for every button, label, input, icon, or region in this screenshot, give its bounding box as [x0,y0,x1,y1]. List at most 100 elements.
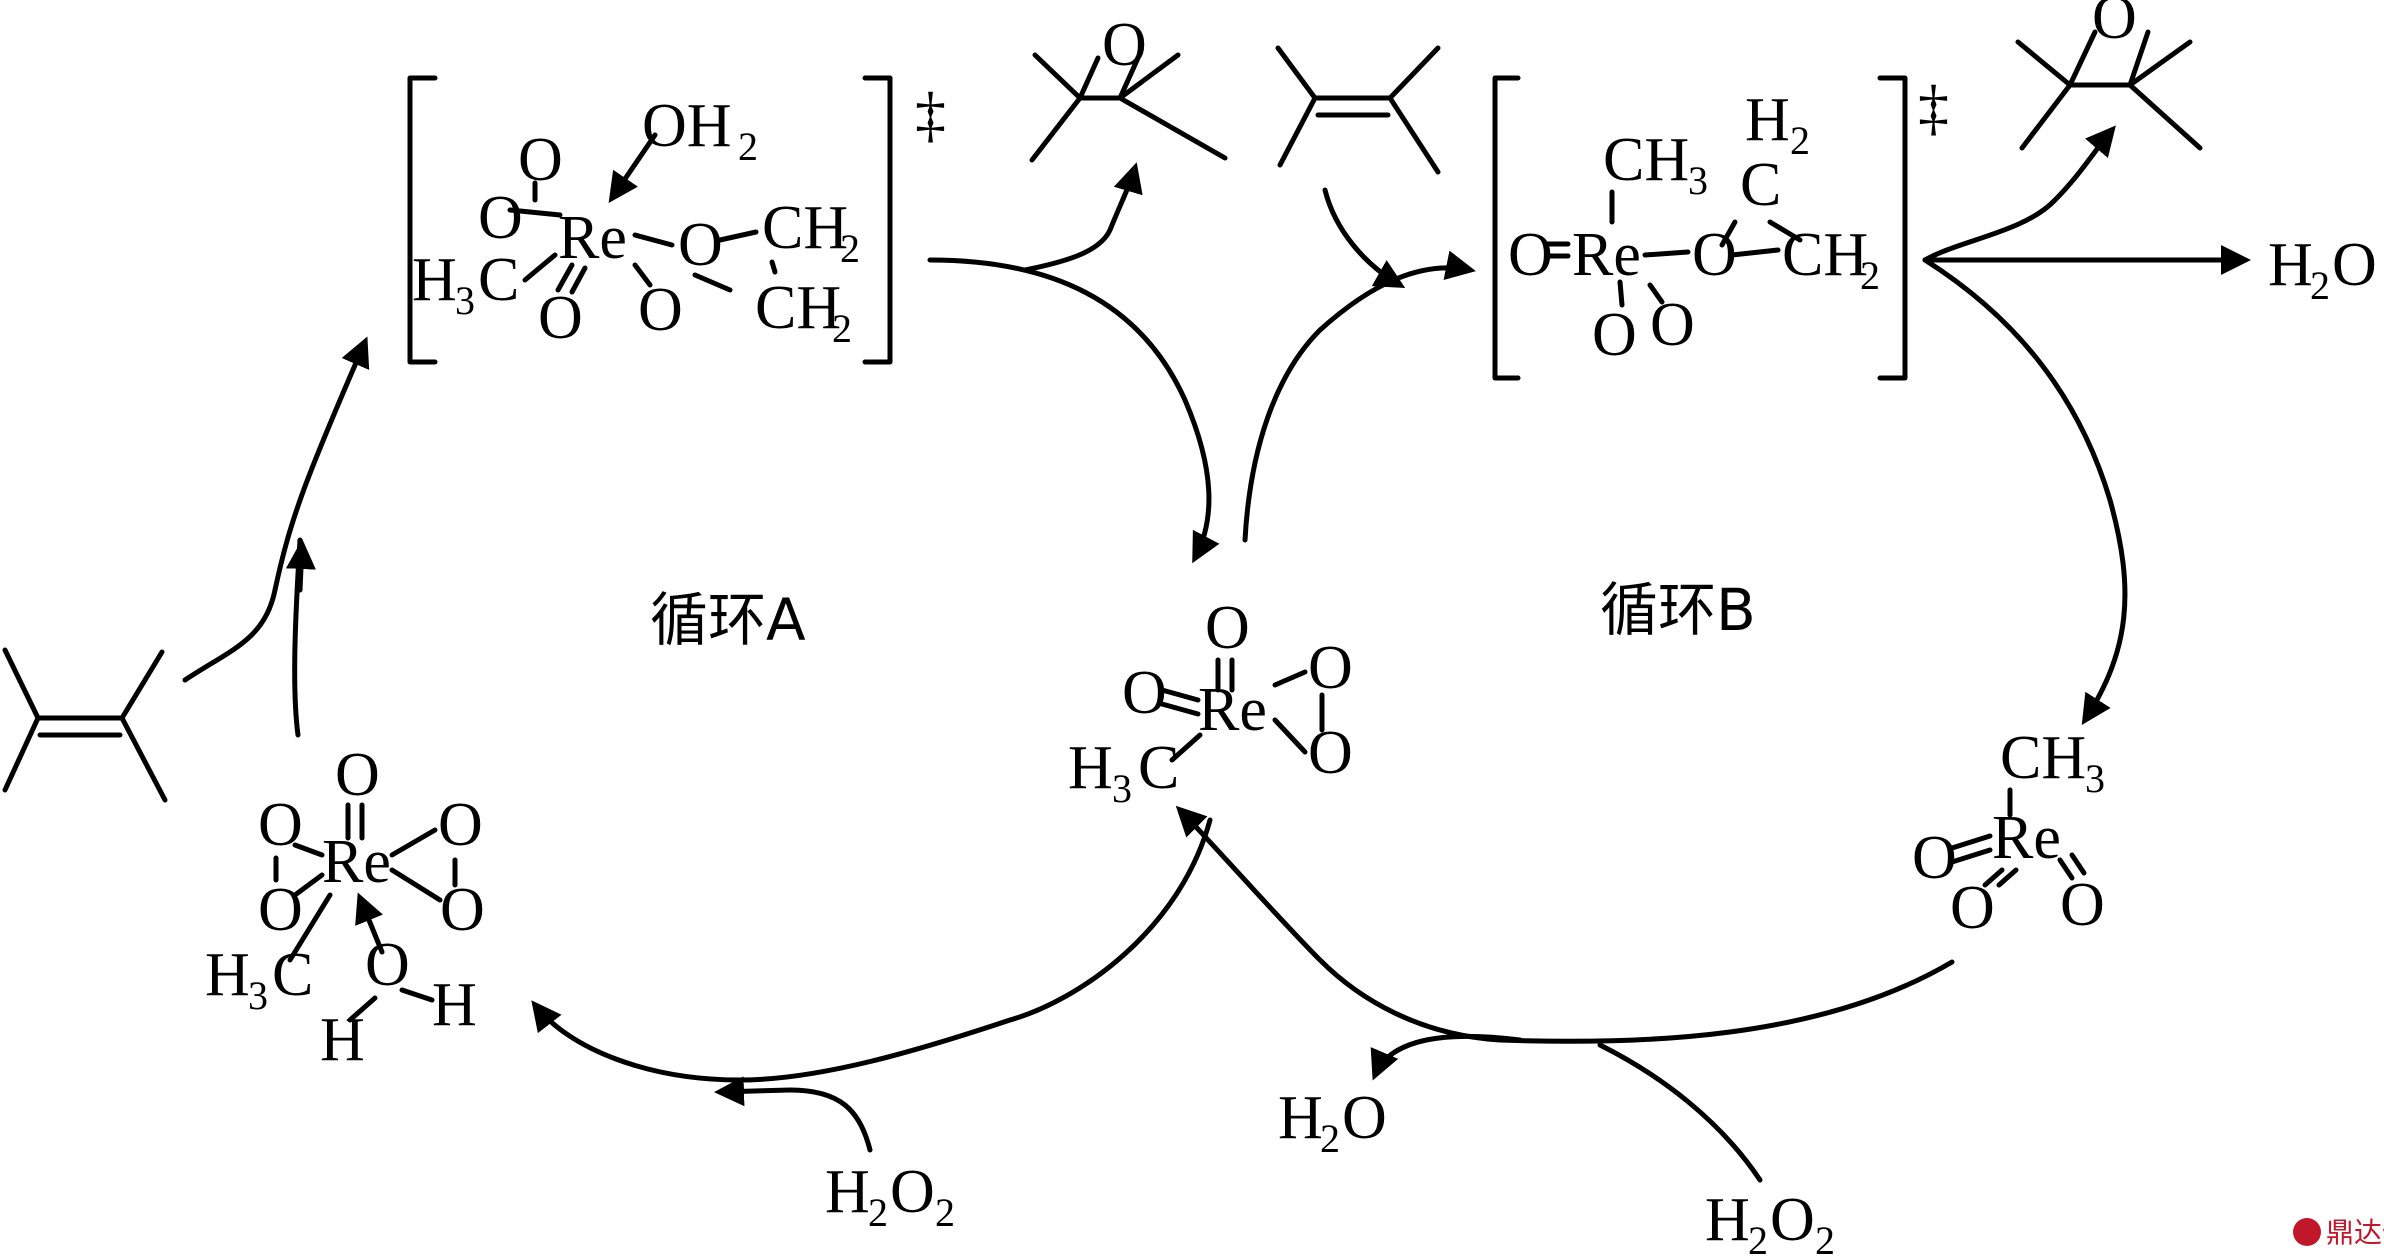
svg-text:H: H [1068,734,1113,802]
watermark: 鼎达信 [2293,1216,2384,1249]
transition-state-b: ‡ CH 3 O Re O CH 2 O O H 2 C [1492,74,1949,381]
alkene-top [1275,45,1441,175]
svg-text:H: H [412,246,457,314]
svg-text:H: H [825,1158,870,1226]
svg-text:2: 2 [832,306,852,351]
svg-text:CH: CH [1603,126,1689,194]
svg-text:2: 2 [1860,253,1880,298]
svg-text:O: O [1770,1186,1815,1254]
svg-text:O: O [1592,301,1637,369]
arrow-h2o2-a-tip [714,1076,793,1107]
alkene-left [2,647,168,803]
svg-text:O: O [1122,659,1167,727]
arrow-catalyst-to-complex [531,817,1213,1083]
svg-text:2: 2 [2310,263,2330,308]
svg-text:H: H [1705,1186,1750,1254]
svg-text:OH: OH [642,92,732,160]
svg-text:CH: CH [2000,724,2086,792]
water-product: H 2 O [2268,231,2377,308]
central-peroxo-complex: O O Re O O H 3 C [1068,594,1353,811]
svg-text:C: C [478,246,519,314]
svg-text:H: H [1278,1084,1323,1152]
svg-text:3: 3 [2085,756,2105,801]
svg-text:O: O [2060,871,2105,939]
svg-text:O: O [1308,719,1353,787]
svg-text:H: H [205,941,250,1009]
cycle-a-label: 循环A [650,586,806,654]
diperoxo-aqua-complex: O O Re O O O H 3 C O H H [205,741,485,1074]
methyltrioxorhenium: CH 3 O Re O O [1912,724,2105,942]
svg-text:CH: CH [755,274,841,342]
svg-text:Re: Re [1992,804,2061,872]
arrow-alkene-to-ts-a [182,336,370,683]
svg-text:3: 3 [455,278,475,323]
arrow-complex-up-tip [285,539,316,593]
svg-text:O: O [258,791,303,859]
arrow-epoxide-a [1022,162,1143,273]
svg-text:O: O [518,126,563,194]
arrow-alkene-to-ts-b [1322,187,1406,288]
svg-text:CH: CH [762,194,848,262]
svg-text:O: O [1508,221,1553,289]
svg-text:H: H [1745,86,1790,154]
svg-text:C: C [1740,151,1781,219]
svg-text:H: H [2268,231,2313,299]
svg-text:O: O [890,1158,935,1226]
svg-text:3: 3 [248,973,268,1018]
svg-text:O: O [2092,0,2137,52]
svg-text:O: O [1342,1084,1387,1152]
watermark-logo-icon [2293,1218,2321,1246]
svg-text:O: O [678,211,723,279]
svg-text:2: 2 [1790,118,1810,163]
epoxide-product-a: O [1029,11,1228,163]
svg-text:CH: CH [1782,221,1868,289]
svg-text:O: O [538,284,583,352]
arrow-ts-a-to-catalyst [927,257,1220,564]
arrow-h2o2-a [787,1087,873,1153]
svg-text:2: 2 [1748,1218,1768,1257]
svg-text:Re: Re [1572,221,1641,289]
svg-text:2: 2 [935,1190,955,1235]
svg-text:O: O [335,741,380,809]
svg-text:2: 2 [1320,1116,1340,1161]
arrow-mto-to-catalyst [1175,805,1955,1044]
svg-text:O: O [1102,11,1147,79]
svg-text:O: O [1650,291,1695,359]
svg-text:O: O [2332,231,2377,299]
cycle-b-label: 循环B [1600,576,1756,644]
svg-text:3: 3 [1112,766,1132,811]
reaction-arrows [182,125,2251,1183]
svg-text:2: 2 [738,124,758,169]
epoxide-product-b: O [2015,0,2203,151]
svg-text:Re: Re [322,828,391,896]
h2o-byproduct: H 2 O [1278,1084,1387,1161]
svg-text:O: O [638,276,683,344]
h2o2-reagent-a: H 2 O 2 [825,1158,955,1235]
svg-text:H: H [432,971,477,1039]
svg-text:2: 2 [868,1190,888,1235]
svg-text:C: C [1138,734,1179,802]
svg-text:3: 3 [1688,158,1708,203]
svg-text:O: O [438,791,483,859]
arrow-h2o-byproduct [1370,1033,1523,1081]
svg-text:O: O [258,876,303,944]
svg-text:O: O [440,876,485,944]
arrow-catalyst-to-ts-b [1242,250,1476,543]
svg-text:O: O [1308,634,1353,702]
svg-text:2: 2 [1815,1218,1835,1257]
svg-text:2: 2 [840,226,860,271]
svg-text:H: H [320,1006,365,1074]
svg-text:Re: Re [558,204,627,272]
transition-state-a: ‡ O O Re OH 2 H 3 C O O O CH 2 CH 2 [407,75,946,365]
arrow-epoxide-b [1922,125,2116,263]
dagger-b: ‡ [1918,74,1949,142]
arrow-h2o2-b [1597,1042,1763,1183]
svg-text:O: O [1912,824,1957,892]
h2o2-reagent-b: H 2 O 2 [1705,1186,1835,1257]
svg-text:O: O [1205,594,1250,662]
dagger-a: ‡ [915,81,946,149]
watermark-text: 鼎达信 [2326,1216,2384,1249]
svg-text:O: O [478,184,523,252]
arrow-ts-b-to-mto [1922,257,2128,726]
